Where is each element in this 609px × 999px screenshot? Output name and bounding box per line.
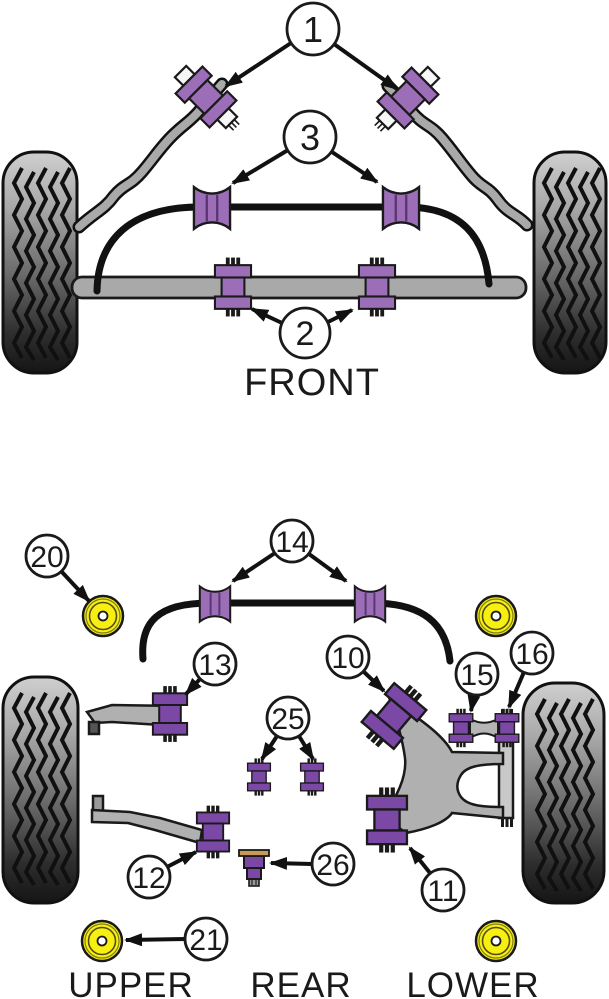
rear-label: REAR — [250, 966, 351, 999]
bushing-26-tan-plate — [238, 849, 270, 857]
callout-2-number: 2 — [296, 315, 315, 353]
callout-14-number: 14 — [275, 526, 308, 559]
bushing-20-yellow-left — [81, 594, 125, 638]
callout-20: 20 — [24, 533, 70, 579]
callout-14: 14 — [269, 518, 315, 564]
arrow-3-left — [231, 148, 290, 185]
arrow-11 — [408, 846, 432, 875]
callout-16-number: 16 — [515, 638, 548, 671]
bushing-21-yellow-left — [80, 919, 124, 963]
arrow-1-left — [224, 41, 293, 88]
arrow-12 — [166, 850, 198, 869]
arrow-1-right — [332, 42, 399, 91]
callout-11-number: 11 — [427, 875, 458, 908]
bushing-3-left — [192, 185, 232, 231]
rear-suspension-group — [80, 585, 520, 963]
callout-26: 26 — [310, 841, 356, 887]
callout-10-number: 10 — [331, 642, 364, 675]
bushing-25-left — [246, 757, 272, 797]
arrow-13 — [184, 677, 202, 696]
tire-front-right — [532, 150, 608, 375]
tire-front-left — [1, 150, 79, 375]
callout-21-number: 21 — [189, 924, 222, 957]
callout-3-number: 3 — [300, 117, 320, 158]
callout-2: 2 — [278, 306, 332, 360]
rear-anti-roll-bar — [139, 599, 454, 665]
arrow-10 — [361, 669, 386, 693]
callout-circles: 1 3 2 14 20 13 10 15 — [24, 1, 555, 962]
callout-25: 25 — [265, 695, 311, 741]
tire-rear-right — [521, 681, 606, 905]
front-label: FRONT — [244, 362, 380, 404]
front-crossmember-bar — [70, 275, 528, 300]
arrow-3-right — [330, 150, 379, 184]
callout-21: 21 — [183, 916, 229, 962]
upper-label: UPPER — [68, 966, 194, 999]
callout-1: 1 — [285, 1, 341, 57]
arrow-2-left — [250, 307, 283, 325]
tire-rear-left — [1, 675, 80, 905]
callout-12: 12 — [126, 854, 172, 900]
callout-12-number: 12 — [132, 862, 165, 895]
bushing-14-right — [353, 585, 387, 623]
arrow-14-left — [231, 551, 277, 583]
bushing-yellow-right-upper — [474, 594, 518, 638]
callout-15: 15 — [454, 651, 500, 697]
arrow-25-left — [260, 734, 279, 761]
callout-1-number: 1 — [303, 9, 323, 50]
arrow-15 — [467, 694, 481, 713]
callout-3: 3 — [282, 109, 338, 165]
arrow-16 — [507, 671, 526, 709]
callout-20-number: 20 — [30, 541, 63, 574]
bushing-26 — [238, 849, 270, 887]
callout-11: 11 — [420, 867, 466, 913]
arrow-2-right — [327, 308, 354, 324]
callout-13-number: 13 — [198, 649, 231, 682]
arrow-14-right — [307, 552, 348, 583]
callout-25-number: 25 — [271, 703, 304, 736]
lower-label: LOWER — [406, 966, 539, 999]
arrow-21 — [124, 933, 186, 947]
arrow-26 — [269, 856, 313, 870]
bushing-14-left — [198, 585, 232, 623]
front-suspension-group — [70, 57, 534, 318]
callout-10: 10 — [325, 634, 371, 680]
bushing-3-right — [381, 185, 421, 231]
bushing-25-right — [299, 757, 325, 797]
arrow-25-right — [297, 734, 315, 761]
arrow-20 — [59, 569, 91, 603]
bushing-yellow-right-lower — [474, 919, 518, 963]
callout-15-number: 15 — [460, 659, 493, 692]
callout-26-number: 26 — [316, 849, 349, 882]
rear-toe-link — [469, 717, 499, 740]
callout-13: 13 — [192, 641, 238, 687]
callout-arrows — [59, 41, 526, 947]
rear-upper-control-arm — [381, 697, 505, 835]
rear-lower-arm-left — [90, 794, 204, 845]
callout-16: 16 — [509, 630, 555, 676]
